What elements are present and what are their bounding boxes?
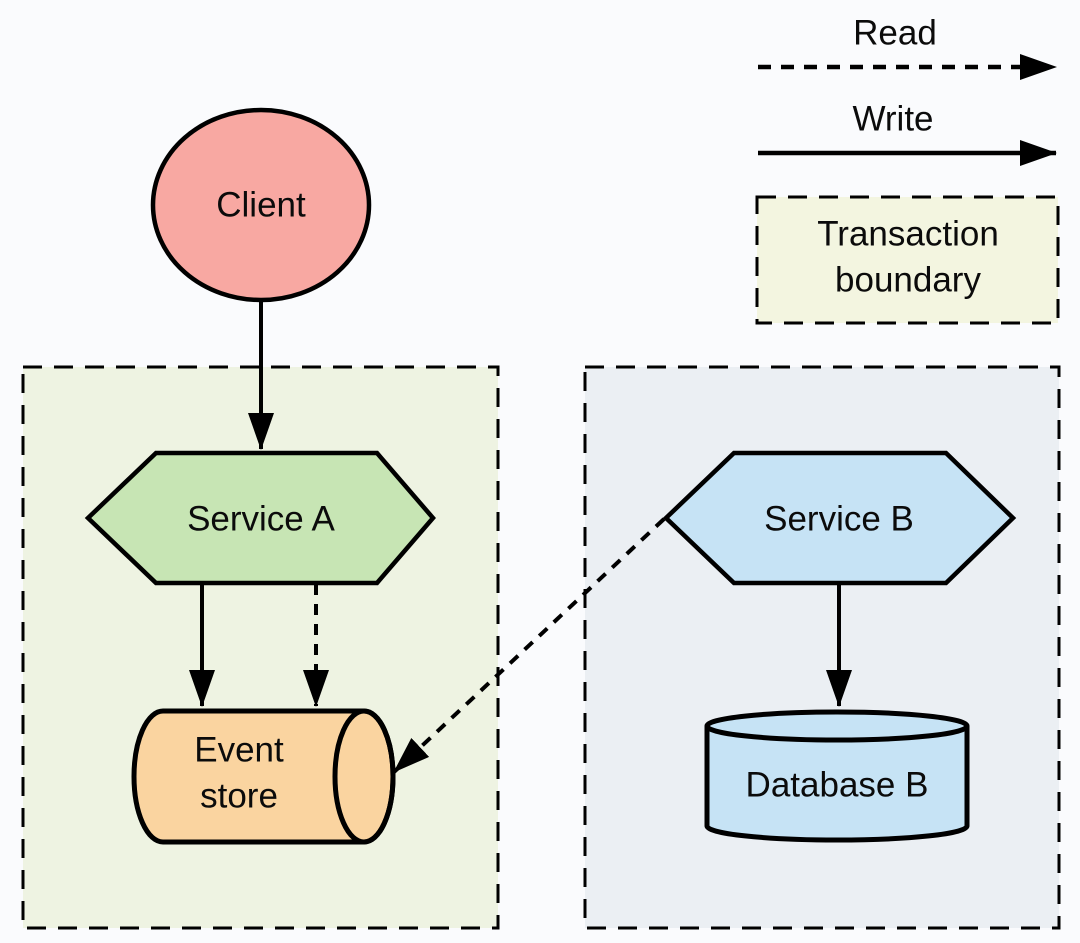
node-service-a-shape	[84, 450, 436, 586]
node-client-shape	[150, 107, 372, 303]
node-event-store-cap	[332, 708, 396, 845]
legend-read-label: Read	[853, 14, 937, 53]
node-service-b-shape	[662, 450, 1017, 586]
node-database-b-label: Database B	[746, 766, 929, 805]
node-database-b-shape	[704, 709, 970, 843]
node-event-store-label-line1: Event	[194, 731, 284, 770]
node-database-b-rim	[704, 725, 970, 743]
node-event-store-label-line2: store	[200, 777, 278, 816]
legend-write-label: Write	[852, 100, 933, 139]
legend-transaction-boundary-label-line2: boundary	[835, 261, 981, 300]
node-service-a-label: Service A	[187, 500, 335, 539]
edge-service-b-to-event-store-read	[392, 517, 666, 774]
legend-transaction-boundary-box	[755, 195, 1060, 325]
node-service-b-label: Service B	[764, 500, 914, 539]
node-client-label: Client	[216, 186, 306, 225]
legend-transaction-boundary-label-line1: Transaction	[817, 215, 999, 254]
